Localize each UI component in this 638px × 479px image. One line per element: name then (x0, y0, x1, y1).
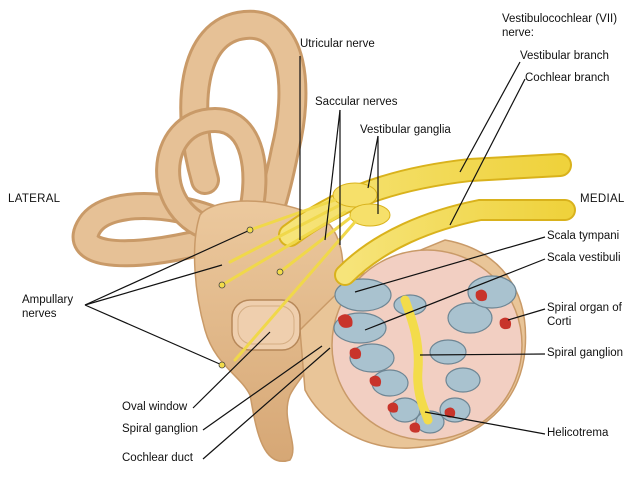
ampullary-nerves-label-line1: Ampullary (22, 294, 74, 306)
ampullary-nerves-label-line2: nerves (22, 308, 57, 320)
vestibular-ganglion (332, 182, 378, 208)
saccular-nerves-label: Saccular nerves (315, 96, 398, 108)
vestibulocochlear-nerve-label-line2: nerve: (502, 27, 534, 39)
nerve-endpoints (218, 226, 284, 369)
spiral-organ-label-line1: Spiral organ of (547, 302, 622, 314)
scala-tympani-label: Scala tympani (547, 230, 620, 242)
nerve-bundles (220, 153, 576, 362)
spiral-ganglion-right-label: Spiral ganglion (547, 347, 624, 359)
leader-lines (84, 56, 546, 460)
spiral-ganglion-core (400, 295, 433, 425)
scala-vestibuli-label: Scala vestibuli (547, 252, 621, 264)
helicotrema-label: Helicotrema (547, 427, 609, 439)
cochlear-duct-label: Cochlear duct (122, 452, 193, 464)
spiral-organ-label-line2: Corti (547, 316, 572, 328)
vestibulocochlear-nerve-label-line1: Vestibulocochlear (VII) (502, 13, 618, 25)
cochlea-section (331, 249, 523, 441)
vestibular-ganglia-label: Vestibular ganglia (360, 124, 451, 136)
semicircular-canals (71, 9, 308, 268)
utricular-nerve-label: Utricular nerve (300, 38, 375, 50)
spiral-ganglion-left-label: Spiral ganglion (122, 423, 199, 435)
lateral-label: LATERAL (8, 193, 61, 205)
oval-window-label: Oval window (122, 401, 188, 413)
cochlear-branch-label: Cochlear branch (525, 72, 610, 84)
vestibular-branch-label: Vestibular branch (520, 50, 609, 62)
medial-label: MEDIAL (580, 193, 625, 205)
